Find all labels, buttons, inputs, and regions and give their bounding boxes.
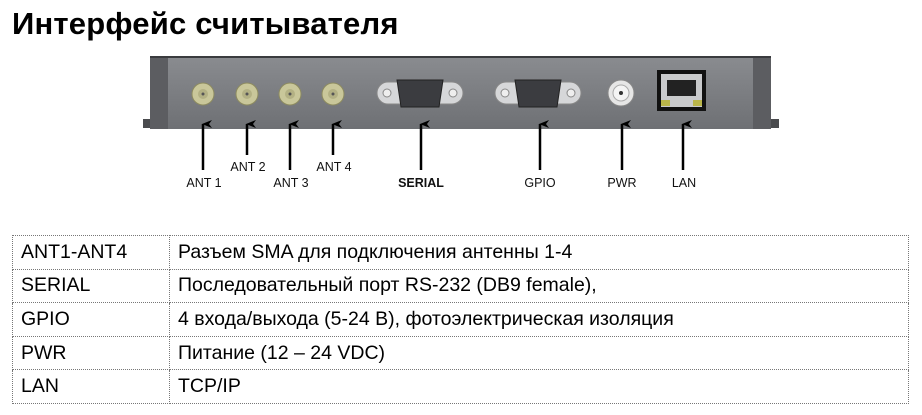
ant3-connector-icon: [278, 82, 302, 106]
port-description: Питание (12 – 24 VDC): [169, 335, 909, 371]
serial-db9-connector-icon: [376, 79, 464, 108]
port-name: GPIO: [12, 302, 170, 337]
port-name: SERIAL: [12, 268, 170, 304]
power-jack-icon: [607, 79, 635, 107]
port-name: PWR: [12, 335, 170, 371]
label-ant2: ANT 2: [230, 160, 265, 174]
label-ant4: ANT 4: [316, 160, 351, 174]
label-pwr: PWR: [607, 176, 636, 190]
sma-connector-icons: [191, 82, 345, 106]
ant4-connector-icon: [321, 82, 345, 106]
ant1-connector-icon: [191, 82, 215, 106]
ant2-connector-icon: [235, 82, 259, 106]
port-description: Последовательный порт RS-232 (DB9 female…: [169, 268, 909, 304]
port-name: ANT1-ANT4: [12, 235, 170, 270]
page-title: Интерфейс считывателя: [12, 6, 399, 41]
label-serial: SERIAL: [398, 176, 444, 190]
label-gpio: GPIO: [524, 176, 556, 190]
lan-rj45-port-icon: [657, 70, 706, 111]
label-ant1: ANT 1: [186, 176, 221, 190]
port-name: LAN: [12, 369, 170, 404]
gpio-connector-icon: [494, 79, 582, 108]
port-description: TCP/IP: [169, 369, 909, 404]
port-description: 4 входа/выхода (5-24 В), фотоэлектрическ…: [169, 302, 909, 337]
arrows: [201, 120, 692, 170]
reader-panel-diagram: ANT 1 ANT 2 ANT 3 ANT 4 SERIAL GPIO PWR …: [143, 56, 779, 190]
label-lan: LAN: [672, 176, 696, 190]
label-ant3: ANT 3: [273, 176, 308, 190]
port-description: Разъем SMA для подключения антенны 1-4: [169, 235, 909, 270]
